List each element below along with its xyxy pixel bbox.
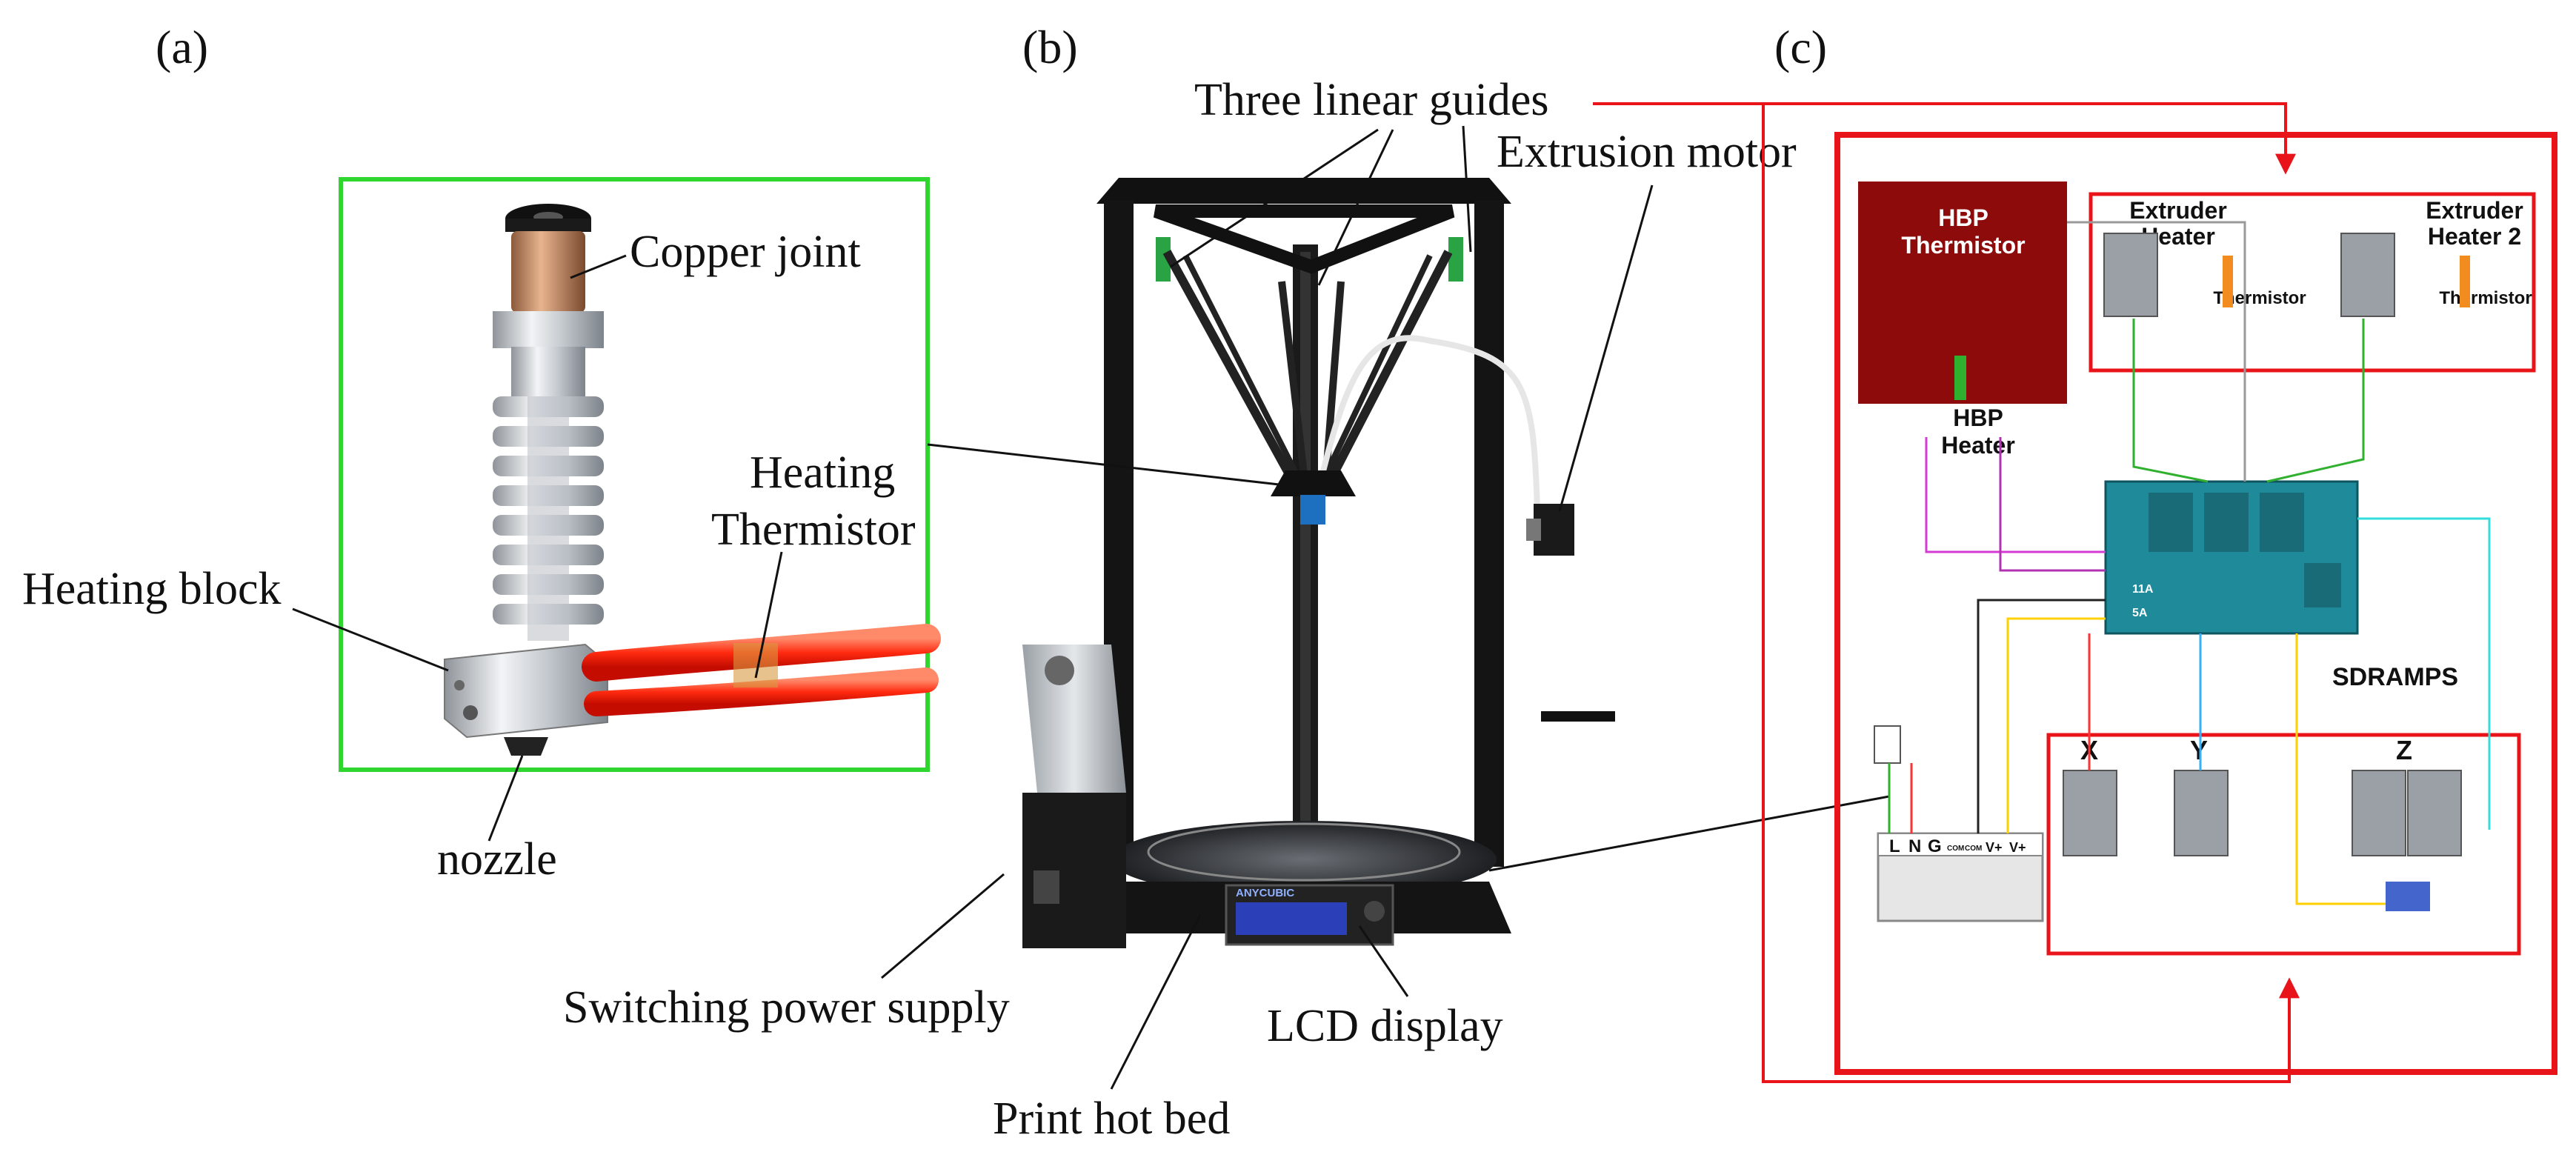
label-extruder2-heater-1: Extruder xyxy=(2426,197,2523,224)
motor-z1 xyxy=(2352,770,2406,856)
heatsink xyxy=(493,396,604,641)
panel-label-c: (c) xyxy=(1774,21,1827,73)
power-supply xyxy=(1022,645,1126,793)
label-axis-z: Z xyxy=(2396,735,2412,765)
psu-g: G xyxy=(1928,836,1942,856)
mains-plug xyxy=(1874,725,1901,764)
motor-z2 xyxy=(2407,770,2462,856)
effector xyxy=(1271,470,1356,496)
hotend-photo xyxy=(339,177,941,772)
label-hbp-thermistor-1: HBP xyxy=(1938,204,1988,231)
nozzle xyxy=(504,737,548,756)
extruder-motor-2 xyxy=(2340,233,2395,317)
motor-x xyxy=(2063,770,2117,856)
psu-l: L xyxy=(1889,836,1900,856)
heater-wire xyxy=(582,624,941,682)
label-extruder-heater-1: Extruder xyxy=(2129,197,2227,224)
label-board: SDRAMPS xyxy=(2332,663,2458,691)
copper-joint xyxy=(511,231,585,313)
psu-v-2: V+ xyxy=(2009,840,2026,855)
thermistor-wire xyxy=(584,667,939,716)
extruder-motor-1 xyxy=(2103,233,2158,317)
leader-psu xyxy=(1488,795,1890,872)
brand-text: ANYCUBIC xyxy=(1236,887,1294,899)
panel-label-b: (b) xyxy=(1022,21,1078,73)
label-three-linear-guides: Three linear guides xyxy=(1194,75,1549,125)
label-thermistor-2: Thermistor xyxy=(2439,288,2532,308)
label-switching-power-supply: Switching power supply xyxy=(563,982,1010,1033)
route-arrow-top xyxy=(1763,102,2296,175)
label-heating-line2: Thermistor xyxy=(711,505,916,555)
label-lcd-display: LCD display xyxy=(1267,1001,1503,1051)
lcd-display xyxy=(1236,902,1347,935)
panel-label-a: (a) xyxy=(156,21,208,73)
psu-v-1: V+ xyxy=(1986,840,2003,855)
label-hbp-heater-2: Heater xyxy=(1941,432,2015,459)
wiring-diagram: HBP Thermistor HBP Heater Extruder Heate… xyxy=(1593,102,2557,1083)
label-extrusion-motor: Extrusion motor xyxy=(1497,127,1797,177)
route-arrow-bottom xyxy=(1593,102,2300,1083)
motor-y xyxy=(2174,770,2229,856)
psu-n: N xyxy=(1908,836,1921,856)
pin-11a: 11A xyxy=(2132,583,2154,596)
wiring-frame xyxy=(1834,132,2557,1075)
label-heating-block: Heating block xyxy=(22,564,282,614)
label-copper-joint: Copper joint xyxy=(630,227,861,277)
wires xyxy=(1888,221,2491,905)
label-hbp-thermistor-2: Thermistor xyxy=(1901,232,2025,259)
hot-bed xyxy=(1111,821,1497,898)
axis-box xyxy=(2046,733,2521,956)
psu-com-1: COM xyxy=(1947,845,1964,853)
hotend-frame xyxy=(339,177,930,772)
label-axis-y: Y xyxy=(2190,735,2208,765)
label-heating-line1: Heating xyxy=(750,447,895,498)
leader-hotend xyxy=(927,443,1286,487)
label-print-hot-bed: Print hot bed xyxy=(993,1093,1230,1144)
delta-printer: ANYCUBIC xyxy=(1022,178,1615,948)
label-nozzle: nozzle xyxy=(437,834,557,885)
label-hbp-heater-1: HBP xyxy=(1953,404,2003,431)
label-extruder2-heater-2: Heater 2 xyxy=(2428,223,2521,250)
psu-com-2: COM xyxy=(1965,845,1982,853)
pin-5a: 5A xyxy=(2132,607,2148,619)
extruder-box xyxy=(2089,192,2536,373)
heating-block xyxy=(444,643,608,739)
top-frame xyxy=(1096,178,1511,204)
tower-right xyxy=(1474,200,1504,867)
